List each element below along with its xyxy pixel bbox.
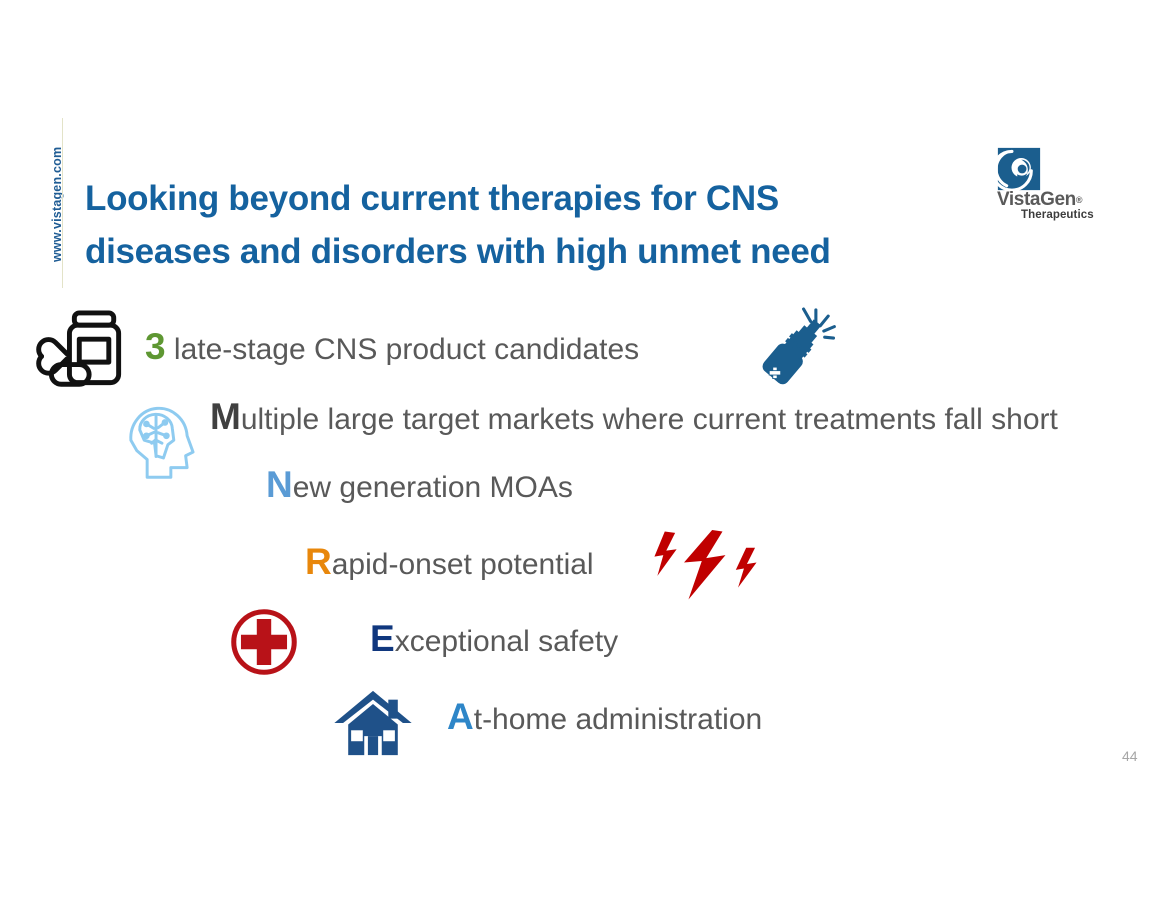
nasal-spray-icon <box>762 307 836 385</box>
bullet-text-3: late-stage CNS product candidates <box>165 333 640 366</box>
page-number: 44 <box>1122 748 1138 764</box>
title-line-1: Looking beyond current therapies for CNS <box>85 179 779 218</box>
bullet-text-e: xceptional safety <box>394 625 619 658</box>
bullet-line-late-stage-candidates: 3 late-stage CNS product candidates <box>145 328 639 365</box>
bullet-text-n: ew generation MOAs <box>292 471 573 504</box>
bullet-line-rapid-onset-potential: Rapid-onset potential <box>305 543 594 580</box>
bullet-lead-m: M <box>210 396 241 437</box>
brain-head-icon <box>129 406 195 479</box>
pill-bottle-icon <box>36 310 122 387</box>
bullet-line-new-generation-moas: New generation MOAs <box>266 466 573 503</box>
title-line-2: diseases and disorders with high unmet n… <box>85 232 831 272</box>
house-icon <box>334 690 412 756</box>
bullet-lead-3: 3 <box>145 326 166 367</box>
bullet-text-a: t-home administration <box>473 703 763 736</box>
vertical-divider-line <box>62 118 63 288</box>
logo-subtitle: Therapeutics <box>1021 209 1094 221</box>
vistagen-logo-mark-icon <box>997 147 1041 191</box>
vertical-website-block: www.vistagen.com <box>24 118 64 288</box>
logo-registered-mark: ® <box>1075 195 1083 205</box>
bullet-lead-r: R <box>305 541 332 582</box>
bullet-text-m: ultiple large target markets where curre… <box>240 403 1058 436</box>
bullet-lead-e: E <box>370 618 395 659</box>
bullet-lead-n: N <box>266 464 293 505</box>
medical-cross-icon <box>231 609 297 675</box>
vistagen-logo: VistaGen® Therapeutics <box>997 147 1115 225</box>
logo-wordmark-text: VistaGen <box>997 189 1076 210</box>
bullet-text-r: apid-onset potential <box>331 548 594 581</box>
bullet-line-at-home-administration: At-home administration <box>447 698 762 735</box>
page-title: Looking beyond current therapies for CNS… <box>85 172 915 278</box>
bullet-line-exceptional-safety: Exceptional safety <box>370 620 618 657</box>
logo-wordmark: VistaGen® <box>997 189 1115 211</box>
bullet-line-multiple-target-markets: Multiple large target markets where curr… <box>210 398 1058 435</box>
lightning-bolt-icon <box>654 529 757 600</box>
bullet-lead-a: A <box>447 696 474 737</box>
